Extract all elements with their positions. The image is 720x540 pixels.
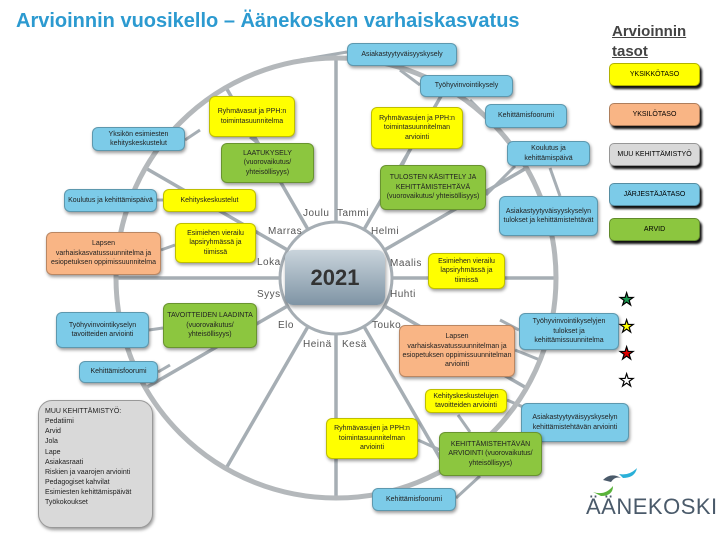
- month-label: Syys: [257, 289, 281, 300]
- activity-box: Koulutus ja kehittämispäivä: [64, 189, 157, 212]
- activity-box: Lapsen varhaiskasvatussuunnitelma ja esi…: [46, 232, 161, 275]
- activity-box: Kehityskeskustelujen tavoitteiden arvioi…: [425, 389, 507, 413]
- activity-box: Asiakastyytyväisyyskyselyn tulokset ja k…: [499, 196, 598, 236]
- activity-box: Kehittämisfoorumi: [485, 104, 567, 128]
- month-label: Elo: [278, 320, 294, 331]
- legend-item: YKSILÖTASO: [609, 103, 700, 126]
- wheel-spoke: [362, 325, 448, 470]
- activity-box: TULOSTEN KÄSITTELY JA KEHITTÄMISTEHTÄVÄ …: [380, 165, 486, 210]
- activity-box: Ryhmävasujen ja PPH:n toimintasuunnitelm…: [326, 418, 418, 459]
- month-label: Helmi: [371, 226, 400, 237]
- activity-box: Esimiehen vierailu lapsiryhmässä ja tiim…: [175, 223, 256, 263]
- activity-box: Ryhmävasut ja PPH:n toimintasuunnitelma: [209, 96, 295, 137]
- star-icon: ★: [618, 290, 635, 309]
- month-label: Marras: [268, 226, 303, 237]
- star-icon: ★: [618, 344, 635, 363]
- legend-item: MUU KEHITTÄMISTYÖ: [609, 143, 700, 166]
- activity-box: Asiakastyytyväisyyskysely: [347, 43, 457, 66]
- activity-box: Lapsen varhaiskasvatussuunnitelman ja es…: [399, 325, 515, 377]
- activity-box: Kehittämisfoorumi: [79, 361, 158, 383]
- activity-box: Työhyvinvointikyselyn tavoitteiden arvio…: [56, 312, 149, 348]
- legend-item: YKSIKKÖTASO: [609, 63, 700, 86]
- activity-box: Yksikön esimiesten kehityskeskustelut: [92, 127, 185, 151]
- star-icon: ★: [618, 371, 635, 390]
- muu-item: Pedagogiset kahvilat: [45, 478, 110, 486]
- star-icon: ★: [618, 317, 635, 336]
- activity-box: Kehityskeskustelut: [163, 189, 256, 212]
- muu-item: Jola: [45, 438, 58, 446]
- activity-box: KEHITTÄMISTEHTÄVÄN ARVIOINTI (vuorovaiku…: [439, 432, 542, 476]
- aanekoski-logo-icon: [593, 468, 637, 496]
- wheel-spoke: [224, 325, 310, 470]
- muu-item: Työkokoukset: [45, 499, 88, 507]
- month-label: Huhti: [390, 289, 416, 300]
- muu-item: Arvid: [45, 428, 61, 436]
- month-label: Touko: [372, 320, 402, 331]
- activity-box: LAATUKYSELY (vuorovaikutus/ yhteisöllisy…: [221, 143, 314, 183]
- muu-item: Esimiesten kehittämispäivät: [45, 489, 132, 497]
- month-label: Tammi: [337, 208, 369, 219]
- activity-box: Kehittämisfoorumi: [372, 488, 456, 511]
- page-title: Arvioinnin vuosikello – Äänekosken varha…: [16, 10, 520, 32]
- legend-item: JÄRJESTÄJÄTASO: [609, 183, 700, 206]
- activity-box: TAVOITTEIDEN LAADINTA (vuorovaikutus/ yh…: [163, 303, 257, 348]
- activity-box: Työhyvinvointikyselyjen tulokset ja kehi…: [519, 313, 619, 350]
- activity-box: Koulutus ja kehittämispäivä: [507, 141, 590, 166]
- month-label: Kesä: [342, 339, 367, 350]
- muu-item: Riskien ja vaarojen arviointi: [45, 468, 131, 476]
- activity-box: Ryhmävasujen ja PPH:n toimintasuunnitelm…: [371, 107, 463, 149]
- activity-box: Työhyvinvointikysely: [420, 75, 513, 97]
- legend-item: ARVID: [609, 218, 700, 241]
- muu-item: Pedatiimi: [45, 418, 74, 426]
- legend-title: Arvioinnin tasot: [612, 23, 687, 61]
- center-year: 2021: [285, 250, 385, 305]
- month-label: Maalis: [390, 258, 422, 269]
- month-label: Loka: [257, 257, 281, 268]
- activity-box: Esimiehen vierailu lapsiryhmässä ja tiim…: [428, 253, 505, 289]
- muu-heading: MUU KEHITTÄMISTYÖ:: [45, 408, 122, 415]
- muu-item: Lape: [45, 448, 61, 456]
- muu-item: Asiakasraati: [45, 458, 84, 466]
- month-label: Heinä: [303, 339, 332, 350]
- month-label: Joulu: [303, 208, 330, 219]
- logo-text: ÄÄNEKOSKI: [586, 494, 718, 519]
